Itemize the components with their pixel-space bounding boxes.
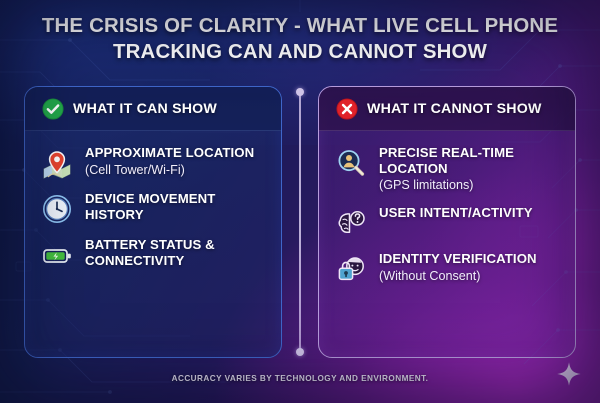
panel-can-header: WHAT IT CAN SHOW <box>25 87 281 131</box>
list-item-text: USER INTENT/ACTIVITY <box>379 204 533 222</box>
divider-dot-bottom <box>296 348 304 356</box>
panel-what-it-can-show: WHAT IT CAN SHOW APPROXIMATE LOCATION (C <box>24 86 282 358</box>
list-item-text: APPROXIMATE LOCATION (Cell Tower/Wi-Fi) <box>85 144 254 178</box>
list-item-subtitle: (GPS limitations) <box>379 178 474 193</box>
divider-dot-top <box>296 88 304 96</box>
comparison-panels: WHAT IT CAN SHOW APPROXIMATE LOCATION (C <box>0 86 600 358</box>
footer-note: ACCURACY VARIES BY TECHNOLOGY AND ENVIRO… <box>171 374 429 383</box>
vertical-dotted-divider <box>296 88 304 356</box>
list-item-title: PRECISE REAL-TIME LOCATION <box>379 145 515 176</box>
x-circle-icon <box>336 97 358 120</box>
list-item: IDENTITY VERIFICATION (Without Consent) <box>335 250 563 285</box>
check-circle-icon <box>42 97 64 120</box>
list-item-subtitle: (Without Consent) <box>379 268 481 283</box>
brain-question-icon <box>338 211 365 234</box>
list-item-text: IDENTITY VERIFICATION (Without Consent) <box>379 250 537 284</box>
panel-can-title: WHAT IT CAN SHOW <box>73 100 218 117</box>
sparkle-star-icon <box>557 362 581 386</box>
list-item: DEVICE MOVEMENT HISTORY <box>41 190 269 225</box>
panel-cannot-title: WHAT IT CANNOT SHOW <box>367 100 542 117</box>
panel-cannot-list: PRECISE REAL-TIME LOCATION (GPS limitati… <box>319 131 575 285</box>
divider-line <box>299 94 301 350</box>
list-item-title: USER INTENT/ACTIVITY <box>379 205 533 221</box>
list-item-title: BATTERY STATUS & CONNECTIVITY <box>85 237 215 268</box>
list-item-title: IDENTITY VERIFICATION <box>379 251 537 267</box>
panel-what-it-cannot-show: WHAT IT CANNOT SHOW PRECISE REAL-TIME LO… <box>318 86 576 358</box>
map-pin-location-icon <box>43 151 71 179</box>
list-item-subtitle: (Cell Tower/Wi-Fi) <box>85 162 185 177</box>
lock-face-identity-icon <box>338 257 364 281</box>
magnifier-person-icon <box>338 150 365 176</box>
panel-cannot-header: WHAT IT CANNOT SHOW <box>319 87 575 131</box>
list-item-title: APPROXIMATE LOCATION <box>85 145 255 160</box>
page-title: THE CRISIS OF CLARITY - WHAT LIVE CELL P… <box>41 15 559 63</box>
list-item: USER INTENT/ACTIVITY <box>335 204 563 239</box>
list-item-text: DEVICE MOVEMENT HISTORY <box>85 190 269 223</box>
list-item-text: PRECISE REAL-TIME LOCATION (GPS limitati… <box>379 144 563 193</box>
list-item: PRECISE REAL-TIME LOCATION (GPS limitati… <box>335 144 563 193</box>
list-item: APPROXIMATE LOCATION (Cell Tower/Wi-Fi) <box>41 144 269 179</box>
list-item-text: BATTERY STATUS & CONNECTIVITY <box>85 236 269 269</box>
clock-icon <box>43 195 71 223</box>
list-item-title: DEVICE MOVEMENT HISTORY <box>85 191 216 222</box>
list-item: BATTERY STATUS & CONNECTIVITY <box>41 236 269 271</box>
battery-charging-icon <box>43 249 71 263</box>
panel-can-list: APPROXIMATE LOCATION (Cell Tower/Wi-Fi) … <box>25 131 281 271</box>
